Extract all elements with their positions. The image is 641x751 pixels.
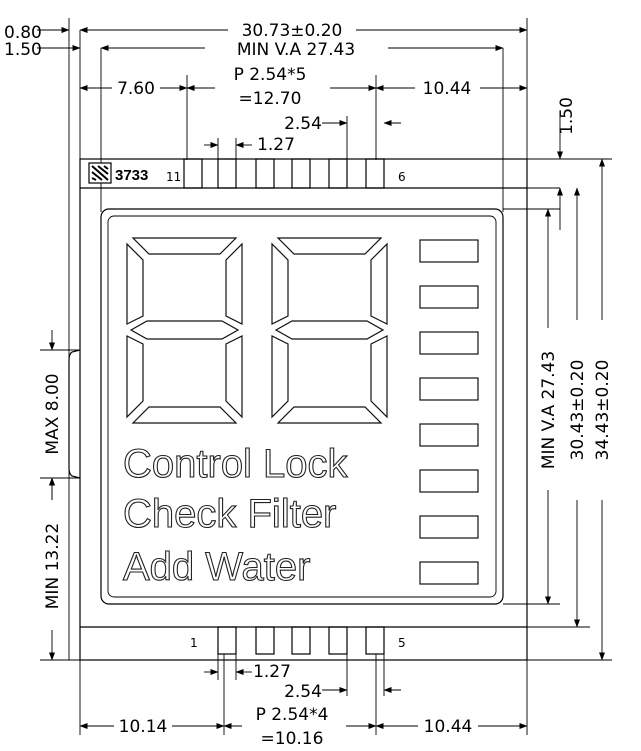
left-dimensions: MAX 8.00 MIN 13.22 xyxy=(43,330,81,661)
label-check-filter: Check Filter xyxy=(123,492,336,536)
indicator-box-5 xyxy=(419,423,479,447)
dim-left-max: MAX 8.00 xyxy=(43,373,63,454)
pin-label-1: 1 xyxy=(190,636,198,650)
dim-right-to-pins: 10.44 xyxy=(423,79,472,99)
digit-2-segment-a xyxy=(276,237,383,255)
part-number: 3733 xyxy=(115,167,148,184)
logo-icon xyxy=(88,162,112,184)
digit-1-segment-c xyxy=(225,335,243,419)
indicator-box-8 xyxy=(419,561,479,585)
dim-bottom-pitch-total: =10.16 xyxy=(261,729,324,749)
lcd-module: 3733 11 6 1 5 xyxy=(79,158,528,661)
top-pins xyxy=(183,158,385,189)
digit-2-segment-f xyxy=(271,242,289,325)
display-labels: Control Lock Check Filter Add Water xyxy=(122,441,349,589)
view-area xyxy=(100,208,504,605)
digit-1-segment-a xyxy=(131,237,238,255)
dim-va-width: MIN V.A 27.43 xyxy=(237,40,355,60)
digit-1-segment-g xyxy=(129,320,240,340)
digit-2-segment-d xyxy=(276,406,383,424)
bottom-dimensions: 1.27 2.54 10.14 P 2.54*4 =10.16 10.44 xyxy=(79,654,528,749)
dim-offset-left: 1.50 xyxy=(4,40,42,60)
dim-glass-height: 30.43±0.20 xyxy=(568,360,588,461)
digit-1-segment-e xyxy=(126,335,144,419)
indicator-box-1 xyxy=(419,239,479,263)
pin-label-6: 6 xyxy=(398,170,406,184)
digit-1-segment-f xyxy=(126,242,144,325)
digit-2-segment-g xyxy=(274,320,385,340)
dim-bottom-right: 10.44 xyxy=(424,717,473,737)
dim-bottom-left: 10.14 xyxy=(119,717,168,737)
right-dimensions: 1.50 MIN V.A 27.43 30.43±0.20 34.43±0.20 xyxy=(539,97,613,661)
indicator-column xyxy=(419,239,479,585)
dim-bottom-pin-spacing: 2.54 xyxy=(284,682,322,702)
bottom-pins xyxy=(217,626,385,655)
dim-left-min: MIN 13.22 xyxy=(43,523,63,609)
indicator-box-7 xyxy=(419,515,479,539)
pin-label-5: 5 xyxy=(398,636,406,650)
indicator-box-6 xyxy=(419,469,479,493)
digit-1-segment-d xyxy=(131,406,238,424)
dim-bottom-pin-width: 1.27 xyxy=(253,662,291,682)
dim-left-to-pins: 7.60 xyxy=(117,79,155,99)
seven-segment-digits xyxy=(126,237,388,424)
pin-label-11: 11 xyxy=(166,170,181,184)
top-dimensions: 30.73±0.20 0.80 1.50 MIN V.A 27.43 7.60 … xyxy=(4,21,528,160)
indicator-box-2 xyxy=(419,285,479,309)
label-control-lock: Control Lock xyxy=(123,442,349,486)
indicator-box-3 xyxy=(419,331,479,355)
dim-pin-width: 1.27 xyxy=(257,135,295,155)
dim-va-height: MIN V.A 27.43 xyxy=(539,351,559,469)
dim-pin-spacing: 2.54 xyxy=(284,114,322,134)
dim-top-pitch-total: =12.70 xyxy=(239,89,302,109)
dim-offset-small: 0.80 xyxy=(4,23,42,43)
dim-overall-width: 30.73±0.20 xyxy=(242,21,343,41)
dim-right-offset: 1.50 xyxy=(557,97,577,135)
digit-2-segment-c xyxy=(370,335,388,419)
dim-overall-height: 34.43±0.20 xyxy=(593,360,613,461)
digit-1-segment-b xyxy=(225,242,243,325)
digit-2-segment-e xyxy=(271,335,289,419)
dim-top-pitch: P 2.54*5 xyxy=(234,65,307,85)
label-add-water: Add Water xyxy=(123,545,310,589)
indicator-box-4 xyxy=(419,377,479,401)
digit-2-segment-b xyxy=(370,242,388,325)
dim-bottom-pitch: P 2.54*4 xyxy=(256,705,329,725)
